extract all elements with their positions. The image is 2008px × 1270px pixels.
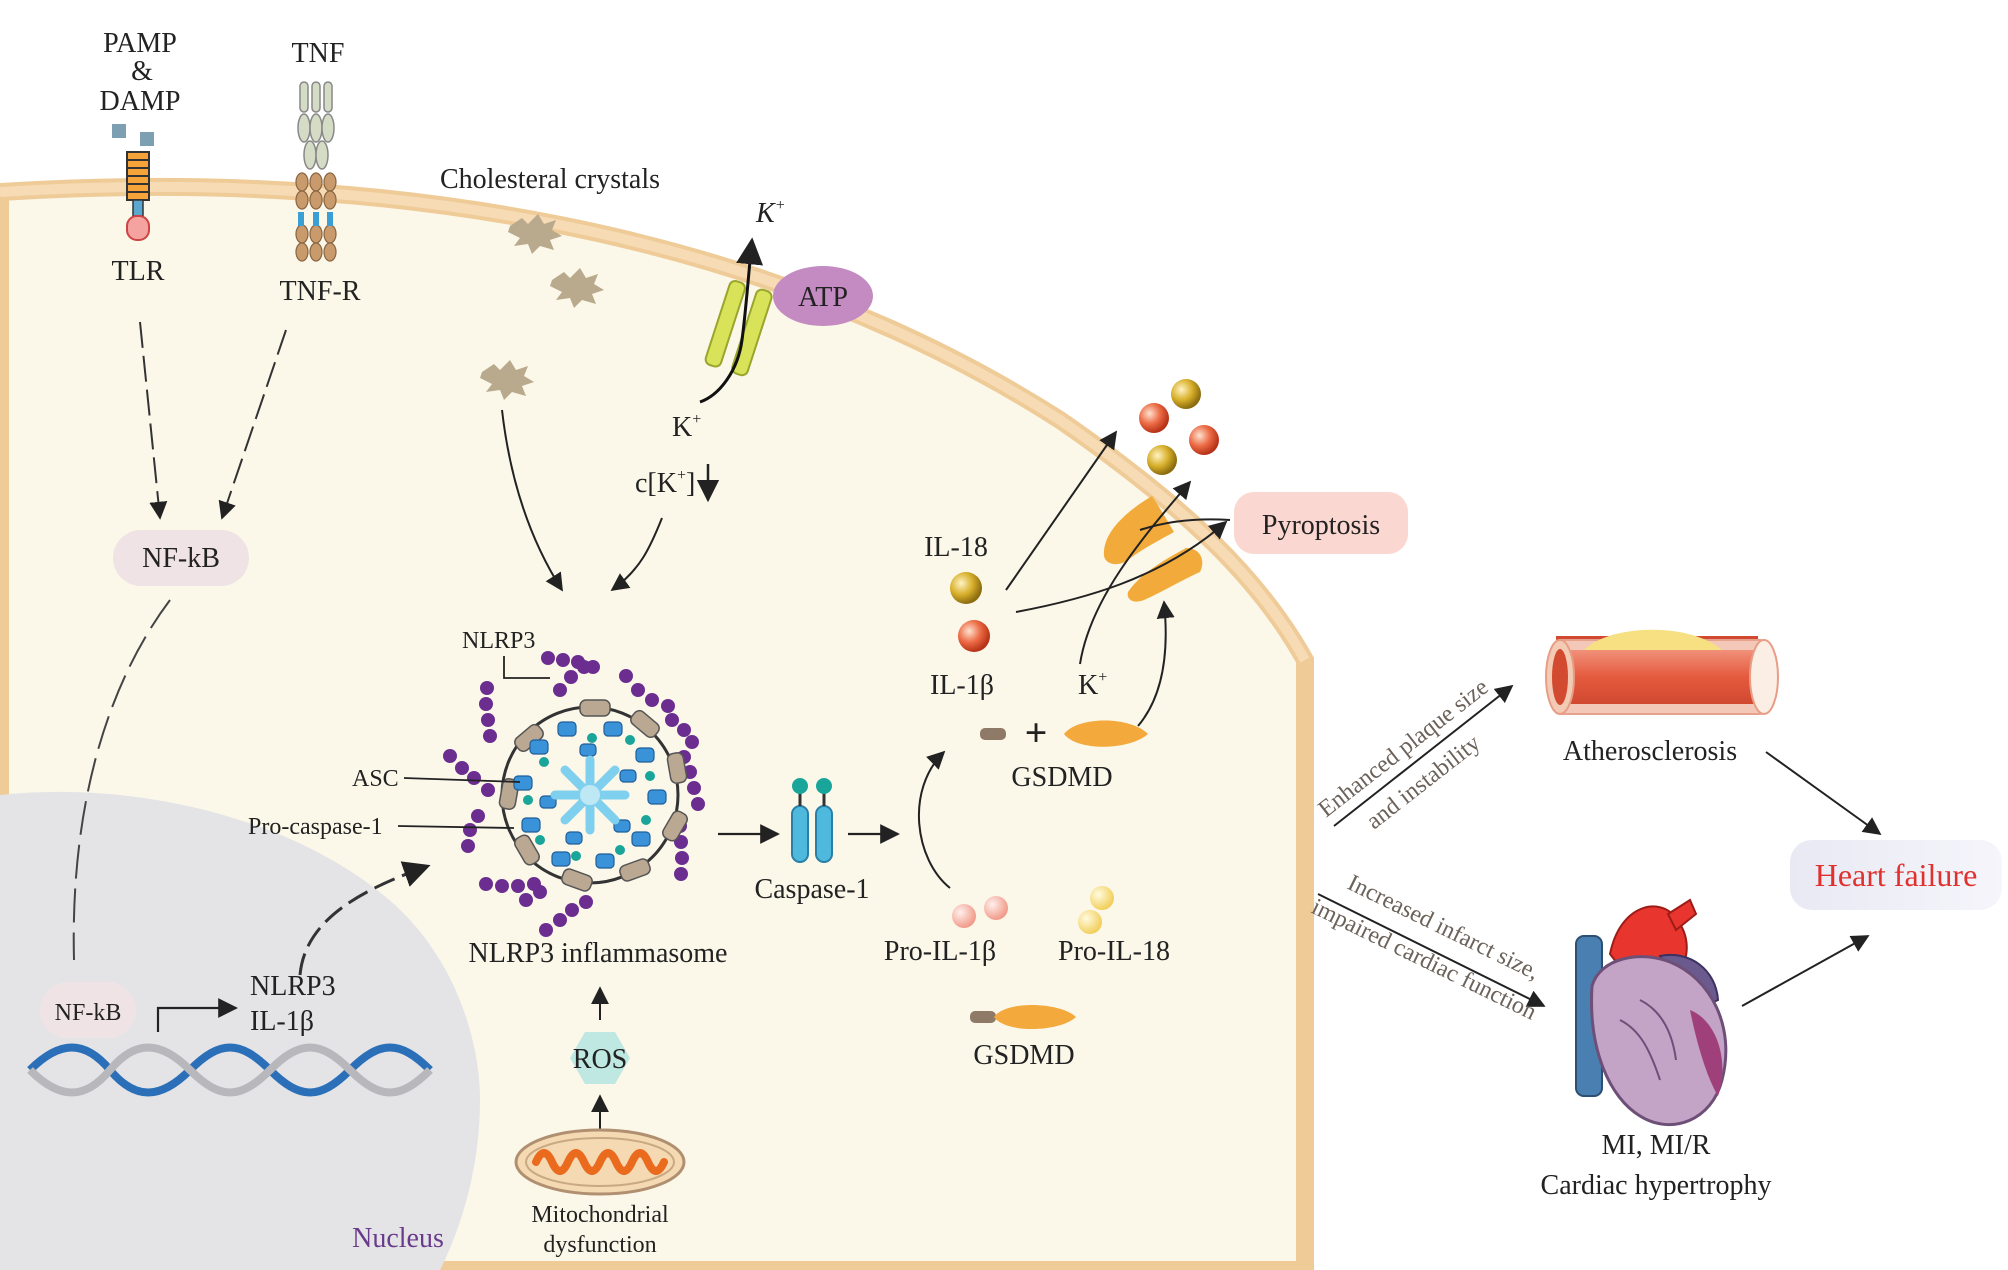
ros-label: ROS <box>573 1044 627 1075</box>
il1b-label: IL-1β <box>930 670 994 701</box>
tnf-receptor-icon: TNF TNF-R <box>280 38 361 307</box>
atherosclerosis-to-hf-arrow <box>1765 751 1882 836</box>
nlrp3-pointer <box>503 656 550 679</box>
pyroptosis-badge: Pyroptosis <box>1234 492 1408 554</box>
infarct-arrow <box>1317 893 1546 1007</box>
gsdmd-pore-icon <box>1103 496 1203 602</box>
mito-label-1: Mitochondrial <box>531 1202 669 1228</box>
released-il18-icon-1 <box>1171 379 1201 409</box>
il1b-release-arrow <box>1015 520 1228 613</box>
pro-caspase-label: Pro-caspase-1 <box>248 814 383 840</box>
cell-membrane-inner <box>0 182 1310 663</box>
svg-text:K+: K+ <box>1078 669 1107 701</box>
nfkb-translocation-line <box>72 599 171 961</box>
released-il1b-icon-1 <box>1139 403 1169 433</box>
mi-label-2: Cardiac hypertrophy <box>1541 1170 1772 1201</box>
dna-helix-icon <box>27 1043 433 1097</box>
tlr-receptor-icon: PAMP & DAMP TLR <box>100 28 181 287</box>
gsdmd-active-label: GSDMD <box>1011 762 1112 793</box>
nlrp3-gene-label: NLRP3 <box>250 971 336 1002</box>
pro-il18-icon <box>1078 886 1114 934</box>
ampersand-label: & <box>131 56 153 87</box>
atp-icon: ATP <box>773 266 873 326</box>
nucleus <box>0 791 480 1270</box>
mi-label-1: MI, MI/R <box>1602 1130 1711 1161</box>
k-efflux-label: K <box>1078 670 1098 701</box>
pyroptosis-label: Pyroptosis <box>1262 510 1380 541</box>
k-to-inflammasome-arrow <box>610 517 663 592</box>
inflammasome-label: NLRP3 inflammasome <box>469 938 728 969</box>
il18-release-arrow <box>1005 430 1118 591</box>
damp-square-icon <box>140 132 154 146</box>
caspase1-label: Caspase-1 <box>754 874 869 905</box>
ck-label-pre: c[K <box>635 468 677 499</box>
cholesterol-crystal-icon: Cholesteral crystals <box>440 164 660 400</box>
k-efflux-sup: + <box>1098 669 1107 686</box>
artery-icon <box>1545 629 1779 715</box>
k-in-sup: + <box>692 411 701 428</box>
atherosclerosis-label: Atherosclerosis <box>1563 736 1737 767</box>
pro-il1b-label: Pro-IL-1β <box>884 936 996 967</box>
caspase-1-icon <box>791 778 833 863</box>
heart-icon <box>1575 898 1728 1126</box>
ros-icon: ROS <box>570 1032 630 1084</box>
nfkb-nucleus: NF-kB <box>40 982 136 1038</box>
gsdmd-to-pore-arrow <box>1137 600 1175 727</box>
transcription-arrow <box>156 998 238 1032</box>
heart-failure-badge: Heart failure <box>1790 840 2002 910</box>
ck-label-sup: + <box>677 467 686 484</box>
cholesterol-label: Cholesteral crystals <box>440 164 660 195</box>
damp-label: DAMP <box>100 86 181 117</box>
gsdmd-pro-label: GSDMD <box>973 1040 1074 1071</box>
mito-label-2: dysfunction <box>543 1232 656 1258</box>
asc-label: ASC <box>352 766 399 792</box>
nlrp3-inflammasome-icon <box>443 651 705 937</box>
pro-il18-label: Pro-IL-18 <box>1058 936 1170 967</box>
nlrp3-label: NLRP3 <box>462 628 535 654</box>
svg-text:c[K+]: c[K+] <box>635 467 695 499</box>
gene-to-inflammasome-arrow <box>298 861 431 976</box>
ck-label-post: ] <box>686 468 695 499</box>
heart-failure-label: Heart failure <box>1815 857 1978 893</box>
k-efflux-arrow <box>1079 480 1192 665</box>
k-in-label: K <box>672 412 692 443</box>
plaque-arrow <box>1333 684 1514 827</box>
plus-sign: + <box>1025 710 1048 755</box>
il18-label: IL-18 <box>924 532 988 563</box>
gsdmd-c-fragment <box>1064 720 1148 747</box>
il1b-gene-label: IL-1β <box>250 1006 314 1037</box>
pro-il1b-icon <box>952 896 1008 928</box>
pore-to-pyroptosis-arrow <box>1139 518 1231 531</box>
nfkb-cytoplasm-label: NF-kB <box>142 543 220 574</box>
nucleus-label: Nucleus <box>352 1223 444 1254</box>
svg-text:K+: K+ <box>755 197 785 229</box>
released-il18-icon-2 <box>1147 445 1177 475</box>
tnf-label: TNF <box>292 38 345 69</box>
gsdmd-n-fragment <box>980 728 1006 740</box>
nfkb-nucleus-label: NF-kB <box>55 1000 122 1026</box>
pro-caspase-pointer <box>397 825 515 829</box>
cleavage-arrow <box>917 750 951 889</box>
tlr-label: TLR <box>112 256 165 287</box>
nfkb-cytoplasm: NF-kB <box>113 530 249 586</box>
svg-text:K+: K+ <box>672 411 701 443</box>
crystals-to-inflammasome-arrow <box>501 409 563 592</box>
asc-pointer <box>403 777 521 783</box>
gsdmd-pro-icon <box>970 1004 1076 1030</box>
il1b-ball-icon <box>958 620 990 652</box>
tnf-r-label: TNF-R <box>280 276 361 307</box>
heart-to-hf-arrow <box>1741 935 1870 1007</box>
k-out-sup: + <box>775 197 786 214</box>
released-il1b-icon-2 <box>1189 425 1219 455</box>
atp-label: ATP <box>798 282 848 313</box>
pamp-square-icon <box>112 124 126 138</box>
k-channel-icon: K+ <box>699 197 785 404</box>
k-out-label: K <box>755 198 776 229</box>
mitochondrion-icon <box>514 1128 686 1196</box>
pamp-label: PAMP <box>103 28 177 59</box>
il18-ball-icon <box>950 572 982 604</box>
